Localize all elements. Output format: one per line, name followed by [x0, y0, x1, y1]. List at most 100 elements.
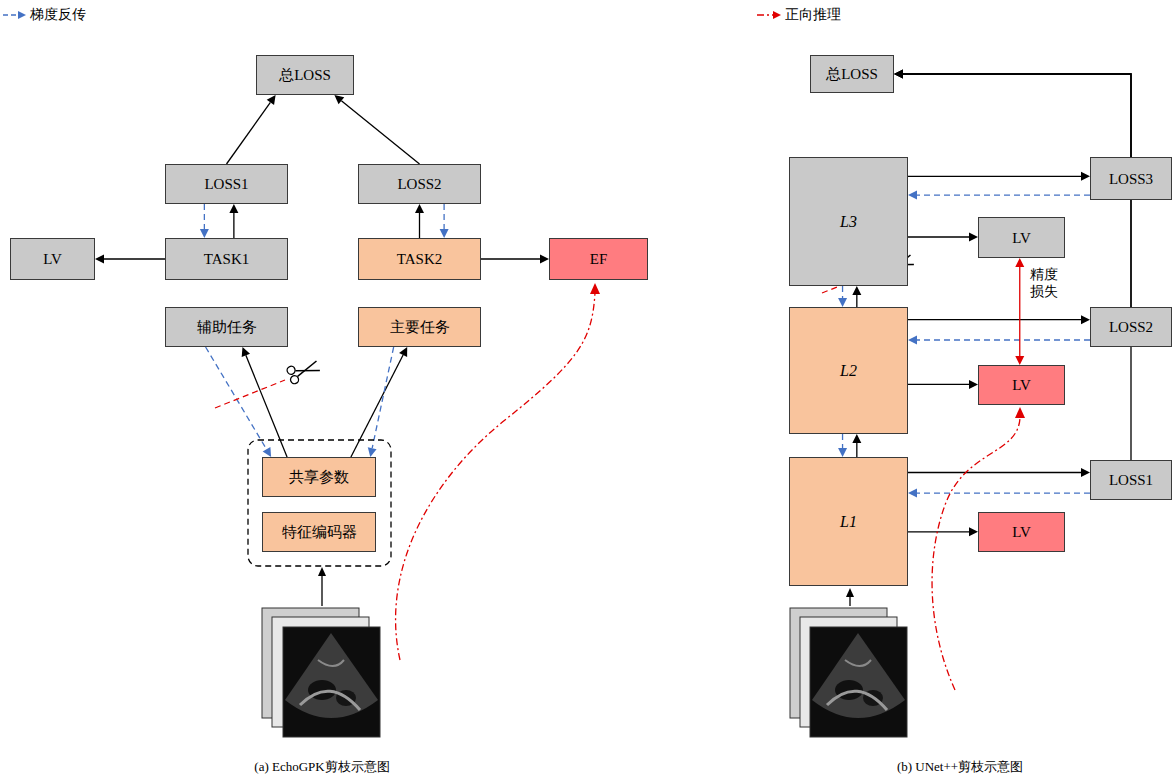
input-arrow [849, 596, 850, 606]
arrow-head [1081, 468, 1090, 477]
box-text: LV [1012, 523, 1031, 541]
arrow-head [267, 95, 276, 105]
connector [908, 336, 1090, 345]
legend-sample-gradient [3, 11, 26, 19]
arrow-head [908, 191, 917, 200]
connector [838, 434, 847, 457]
connector [852, 286, 861, 307]
connector [894, 70, 1131, 158]
arrow-head [894, 70, 903, 79]
arrow-head [1015, 407, 1025, 418]
process-box: L3 [789, 157, 908, 286]
connector [415, 204, 424, 238]
arrow-head [852, 434, 861, 443]
arrow-head [894, 70, 903, 79]
arrow-head [440, 229, 449, 238]
box-text: 辅助任务 [197, 318, 257, 336]
process-box: 共享参数 [262, 457, 376, 497]
dashed-line [3, 14, 20, 15]
box-text: TASK2 [397, 250, 442, 268]
box-text: L2 [840, 361, 857, 380]
echo-wall [827, 691, 887, 710]
connector [908, 191, 1090, 200]
connector [908, 527, 978, 536]
box-text: 主要任务 [390, 318, 450, 336]
box-text: LOSS2 [1109, 318, 1153, 336]
process-box: 辅助任务 [165, 307, 288, 347]
connector-line [206, 347, 267, 449]
sub-caption: (a) EchoGPK剪枝示意图 [254, 758, 389, 776]
box-text: TASK1 [204, 250, 249, 268]
connector [440, 204, 449, 238]
arrow-head [908, 336, 917, 345]
arrow-head [1081, 315, 1090, 324]
echo-wall [318, 660, 344, 666]
legend-text: 正向推理 [785, 6, 841, 24]
process-box: LV [978, 512, 1065, 552]
echo-wall [845, 660, 871, 666]
connector [908, 380, 978, 389]
process-box: EF [549, 238, 648, 280]
process-box: LV [10, 238, 95, 280]
box-text: 总LOSS [826, 65, 878, 83]
connector [227, 95, 276, 164]
connector-line [917, 492, 1090, 493]
connector-line [908, 176, 1081, 177]
frame [810, 627, 907, 737]
connector-line [351, 355, 403, 457]
box-text: LV [43, 250, 62, 268]
arrow-head [969, 380, 978, 389]
process-box: L2 [789, 307, 908, 434]
input-arrow [321, 575, 322, 606]
echo-fan [285, 633, 378, 718]
connector-line [908, 531, 969, 532]
connector-line [104, 258, 165, 259]
arrow-head [908, 489, 917, 498]
arrow-head [838, 448, 847, 457]
arrow-head [590, 283, 600, 294]
connector-line [204, 204, 205, 229]
connector [229, 204, 238, 238]
process-box: LOSS3 [1090, 157, 1172, 200]
connector-line [842, 434, 843, 448]
connector-line [233, 213, 234, 238]
arrow-head [18, 11, 26, 19]
arrow-head [773, 11, 781, 19]
box-text: LOSS2 [397, 175, 441, 193]
box-text: 特征编码器 [282, 523, 357, 541]
arrow-head [368, 447, 377, 457]
box-text: LOSS1 [204, 175, 248, 193]
box-text: LV [1012, 229, 1031, 247]
echo-wall [300, 691, 360, 710]
connector-line [917, 339, 1090, 340]
connector [1015, 258, 1024, 365]
sub-caption: (b) UNet++剪枝示意图 [897, 758, 1023, 776]
arrow-head [1015, 356, 1024, 365]
arrow-head [200, 229, 209, 238]
connector-line [908, 319, 1081, 320]
connector-line [419, 213, 420, 238]
ultrasound-stack [262, 608, 380, 737]
process-box: TASK1 [165, 238, 288, 280]
process-box: LV [978, 217, 1065, 258]
connector-line [443, 204, 444, 229]
arrow-head [318, 567, 326, 576]
connector-line [481, 258, 540, 259]
connector-line [908, 472, 1081, 473]
connector-line [372, 347, 393, 448]
connector [95, 255, 165, 264]
arrow-head [838, 298, 847, 307]
connector-line [903, 74, 1131, 157]
process-box: L1 [789, 457, 908, 586]
dash-dot-line [757, 14, 774, 15]
process-box: TASK2 [358, 238, 481, 280]
arrow-head [334, 95, 344, 104]
cut-line [215, 380, 285, 408]
arrow-head [1015, 258, 1024, 267]
process-box: 主要任务 [358, 307, 481, 347]
forward-curve [396, 293, 595, 660]
arrow-head [894, 70, 903, 79]
connector [200, 204, 209, 238]
box-text: LV [1012, 376, 1031, 394]
